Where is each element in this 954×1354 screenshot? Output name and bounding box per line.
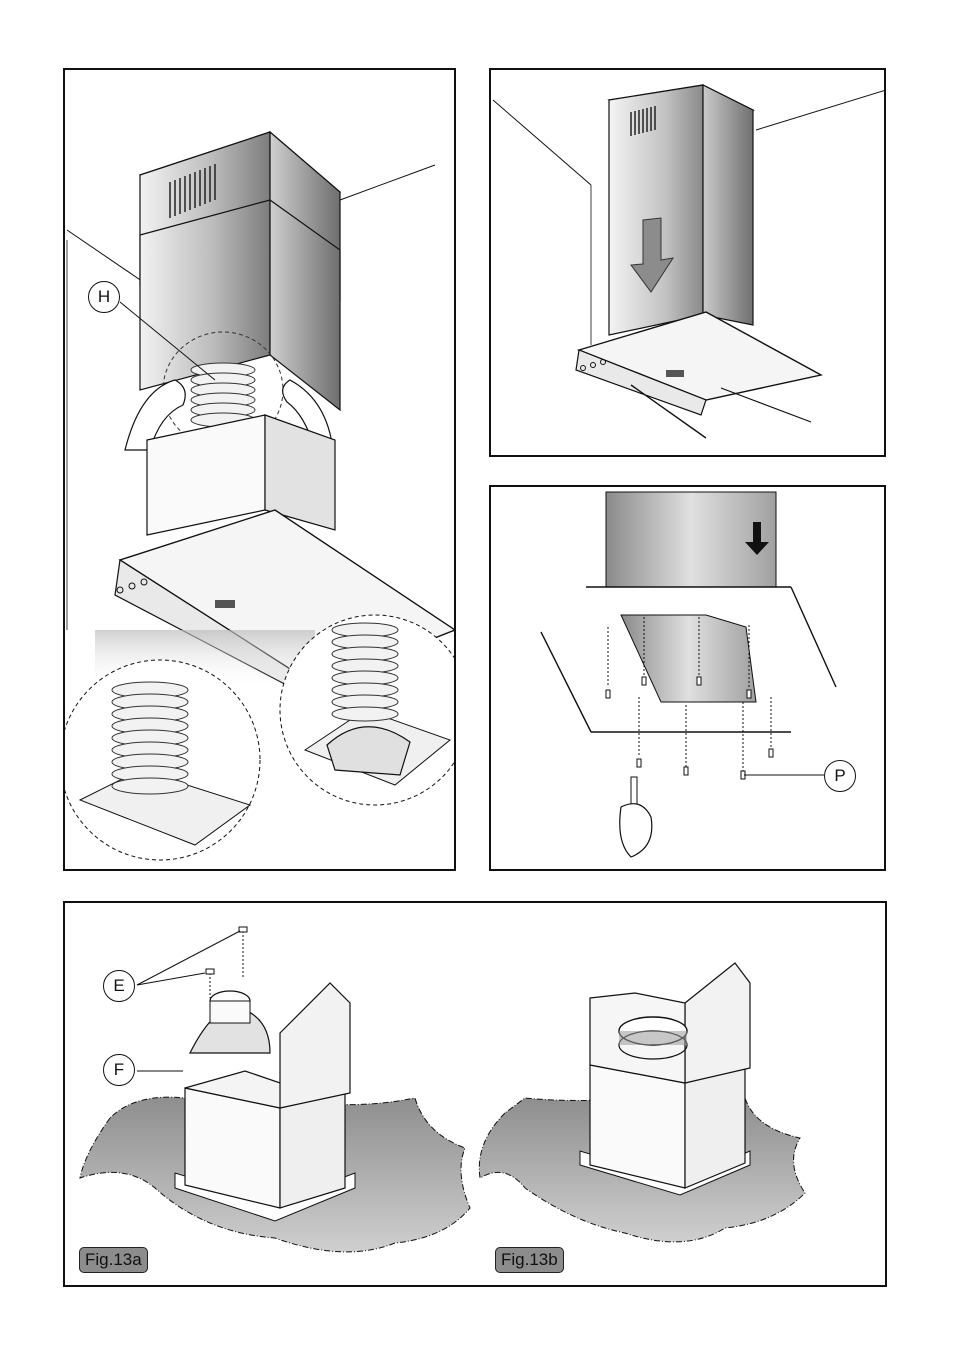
light-switch-icon	[666, 370, 684, 377]
motor-flange-illustration	[65, 903, 887, 1287]
duct-detail-left	[65, 660, 260, 860]
callout-f: F	[103, 1054, 135, 1086]
callout-e: E	[103, 970, 135, 1002]
bracket-screw-illustration	[491, 487, 886, 871]
flexible-duct	[191, 363, 255, 427]
screw-icon	[206, 927, 247, 974]
light-switch-icon	[215, 600, 235, 608]
hand-icon	[620, 804, 652, 857]
hood-chimney-installation-panel: H	[63, 68, 456, 871]
chimney-lowered-illustration	[491, 70, 886, 457]
ceiling-bracket-fixing-panel: P	[489, 485, 886, 871]
screwdriver-icon	[631, 777, 637, 807]
figure-label-13b: Fig.13b	[495, 1247, 564, 1273]
motor-flange-panel: E F Fig.13a Fig.13b	[63, 901, 887, 1287]
figure-label-13a: Fig.13a	[79, 1247, 148, 1273]
chimney-hood-illustration	[65, 70, 456, 871]
callout-p: P	[824, 760, 856, 792]
ceiling-bracket	[621, 615, 756, 702]
chimney-lowering-panel	[489, 68, 886, 457]
callout-h: H	[88, 281, 120, 313]
